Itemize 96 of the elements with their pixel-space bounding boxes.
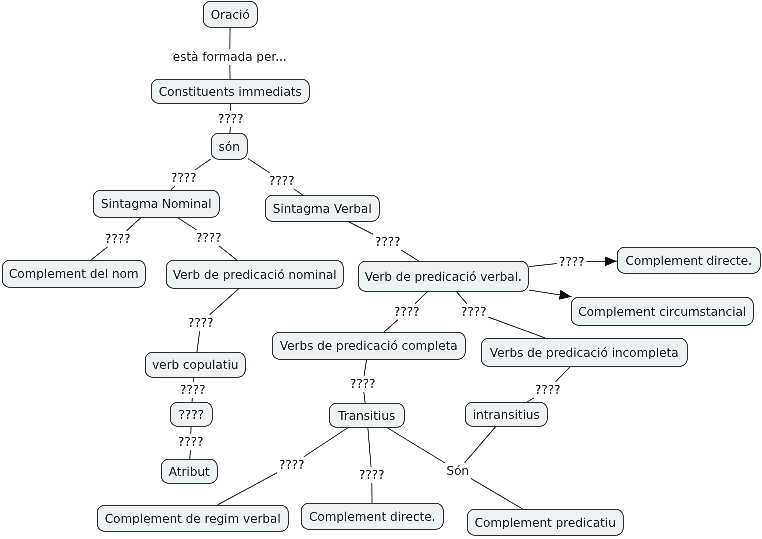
concept-label: Verbs de predicació incompleta (490, 346, 679, 360)
connector-line (170, 186, 176, 190)
concept-box (467, 509, 624, 536)
connector-line (230, 104, 232, 112)
linking-phrase: ???? (348, 376, 378, 392)
connector-line (218, 246, 238, 260)
concept-box (97, 505, 289, 532)
connector-line (400, 250, 420, 262)
linking-phrase: ???? (194, 230, 224, 246)
concept-box (161, 459, 218, 484)
connector-line (555, 366, 571, 382)
concept-box (265, 195, 380, 222)
concept-label: Verbs de predicació completa (280, 339, 458, 353)
concept-box (170, 402, 213, 427)
concept-label: Complement del nom (9, 267, 139, 281)
concept-label: Oració (210, 8, 250, 22)
concept-box (571, 297, 754, 326)
concept-box (358, 261, 529, 292)
connector-line (196, 330, 200, 352)
connector-line (230, 126, 232, 134)
concept-label: Transitius (338, 408, 396, 422)
concept-box (301, 503, 444, 530)
concept-label: ???? (178, 408, 204, 422)
concept-box (93, 190, 220, 218)
connector-line (464, 426, 496, 464)
connector-line (190, 450, 192, 460)
connector-line (248, 158, 270, 174)
linking-phrase: ???? (357, 467, 387, 483)
linking-phrase: ???? (103, 231, 133, 247)
connector-line (230, 64, 231, 80)
concept-box (211, 133, 248, 160)
connector-line (193, 378, 195, 382)
connector-line (488, 316, 546, 338)
concept-label: Complement de regim verbal (105, 512, 281, 526)
linking-phrase: ???? (186, 315, 216, 331)
concept-label: Verb de predicació verbal. (364, 270, 522, 284)
concept-label: Constituents immediats (158, 84, 302, 98)
linking-phrase: ???? (178, 382, 208, 398)
linking-phrase: ???? (176, 434, 206, 450)
concept-label: Verb de predicació nominal (173, 268, 337, 282)
connector-line (304, 428, 349, 458)
concept-box (151, 79, 310, 104)
connector-line (190, 426, 192, 434)
connector-line (209, 288, 240, 316)
connector-line (192, 398, 193, 402)
concept-label: Complement predicatiu (474, 516, 616, 530)
concept-box (166, 260, 344, 289)
concept-box (617, 247, 761, 274)
concept-box (329, 403, 405, 428)
concept-box (203, 1, 258, 28)
linking-phrase: ???? (392, 304, 422, 320)
linking-phrase: ???? (267, 173, 297, 189)
connector-line (528, 263, 558, 268)
linking-phrase: ???? (459, 304, 489, 320)
concept-label: Sintagma Nominal (101, 197, 212, 211)
linking-phrase: ???? (557, 254, 587, 270)
connector-line (230, 28, 231, 50)
linking-phrase: ???? (533, 382, 563, 398)
concept-label: Sintagma Verbal (273, 202, 372, 216)
concept-label: intransitius (472, 408, 540, 422)
concept-label: Atribut (169, 464, 210, 478)
concept-box (272, 332, 466, 360)
connector-line (195, 158, 212, 170)
linking-phrase: ???? (373, 234, 403, 250)
connector-line (178, 218, 198, 230)
connector-line (364, 360, 368, 376)
concept-label: Complement circumstancial (578, 304, 746, 318)
connector-line (387, 428, 446, 464)
linking-phrase: està formada per... (171, 49, 289, 65)
connector-line (126, 218, 142, 232)
connector-line (414, 292, 428, 304)
linking-phrase: ???? (169, 170, 199, 186)
concept-label: són (218, 140, 240, 154)
concept-box (2, 260, 146, 288)
connector-line (527, 398, 535, 402)
connector-line (456, 292, 468, 304)
connector-line (470, 478, 524, 510)
concept-box (465, 402, 548, 427)
arrow (586, 256, 618, 267)
connector-line (348, 222, 374, 235)
connector-line (218, 472, 278, 506)
connector-line (372, 482, 373, 504)
connector-line (384, 320, 399, 332)
linking-phrase: ???? (216, 111, 246, 127)
linking-phrase: ???? (277, 457, 307, 473)
connector-line (368, 428, 372, 468)
connector-line (364, 392, 366, 404)
concept-label: Complement directe. (309, 510, 436, 524)
concept-label: Complement directe. (626, 254, 752, 268)
connector-line (91, 246, 108, 260)
connector-line (293, 188, 304, 196)
arrow (528, 290, 572, 300)
concept-box (481, 338, 688, 367)
concept-label: verb copulatiu (152, 358, 239, 372)
linking-phrase: Són (444, 463, 472, 479)
concept-box (145, 352, 246, 378)
